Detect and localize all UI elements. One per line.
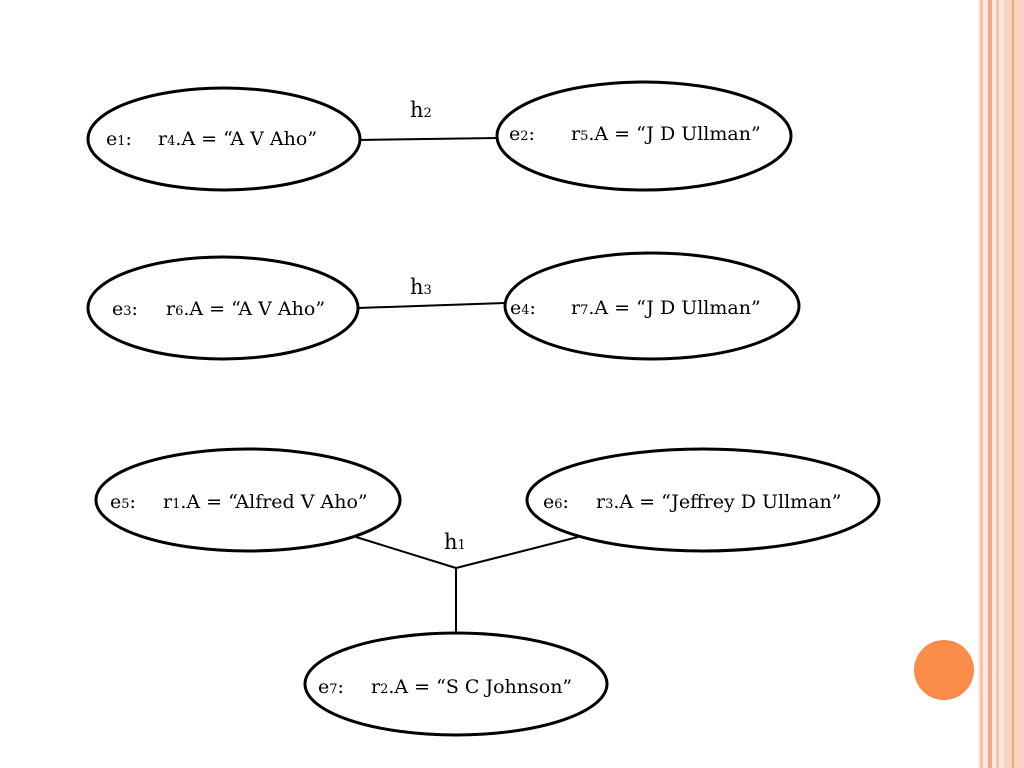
node-e5-attribute: r1.A = “Alfred V Aho” [163,491,368,513]
node-e1: e1: r4.A = “A V Aho” [86,86,362,192]
node-e4: e4: r7.A = “J D Ullman” [503,251,801,361]
node-e1-ellipse [86,86,362,192]
accent-circle [914,640,974,700]
edge-h1-label: h1 [444,530,466,554]
node-e4-ellipse [503,251,801,361]
node-e3-id: e3: [112,298,138,320]
node-e5-ellipse [94,447,402,553]
node-e3-attribute: r6.A = “A V Aho” [166,298,325,320]
node-e2-id: e2: [509,123,535,145]
node-e2: e2: r5.A = “J D Ullman” [495,80,793,192]
node-e2-attribute: r5.A = “J D Ullman” [571,123,761,145]
node-e5: e5: r1.A = “Alfred V Aho” [94,447,402,553]
edge-h3-line [357,302,506,309]
node-e4-attribute: r7.A = “J D Ullman” [571,297,761,319]
edge-h1-branch-e5 [355,536,457,569]
node-e6: e6: r3.A = “Jeffrey D Ullman” [525,447,881,553]
node-e5-id: e5: [110,491,136,513]
node-e3: e3: r6.A = “A V Aho” [86,255,360,361]
node-e2-ellipse [495,80,793,192]
node-e1-id: e1: [106,128,132,150]
edge-h3-label: h3 [410,275,432,299]
node-e3-ellipse [86,255,360,361]
node-e7-ellipse [303,631,609,737]
edge-h2-label: h2 [410,98,432,122]
node-e6-ellipse [525,447,881,553]
node-e7-attribute: r2.A = “S C Johnson” [371,676,572,698]
slide-border-stripe-2 [988,0,992,768]
slide-border-stripe-3 [996,0,999,768]
node-e1-attribute: r4.A = “A V Aho” [158,128,317,150]
slide-border-stripe-5 [1012,0,1014,768]
slide-border-stripe-1 [980,0,983,768]
node-e4-id: e4: [510,297,536,319]
node-e6-attribute: r3.A = “Jeffrey D Ullman” [596,491,841,513]
slide-border-stripe-4 [1004,0,1024,768]
node-e6-id: e6: [543,491,569,513]
node-e7: e7: r2.A = “S C Johnson” [303,631,609,737]
node-e7-id: e7: [318,676,344,698]
edge-h1-branch-e6 [455,536,579,569]
edge-h2-line [357,137,499,141]
